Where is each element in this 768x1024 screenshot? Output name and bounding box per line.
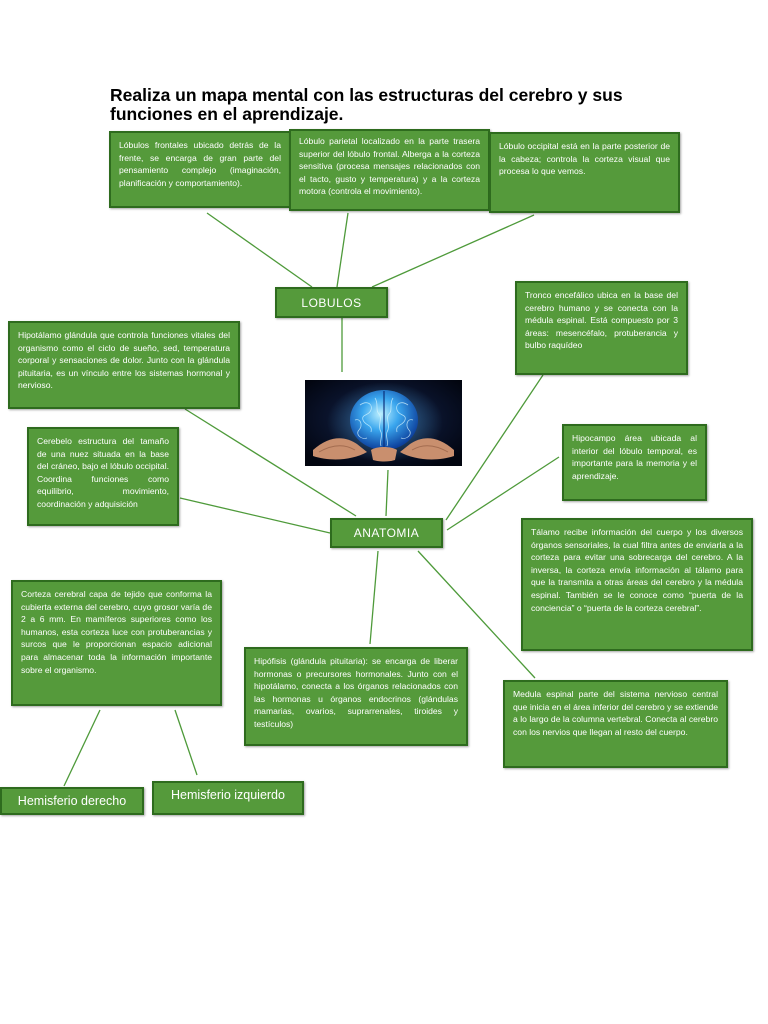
hemisferio-derecho-node: Hemisferio derecho	[0, 787, 144, 815]
hipotalamo-box: Hipotálamo glándula que controla funcion…	[8, 321, 240, 409]
connector-hemisferio-izquierdo	[175, 710, 197, 775]
brain-in-hands-image	[305, 380, 462, 466]
lobulo-parietal-box: Lóbulo parietal localizado en la parte t…	[289, 129, 490, 211]
lobulo-occipital-box: Lóbulo occipital está en la parte poster…	[489, 132, 680, 213]
anatomia-node: ANATOMIA	[330, 518, 443, 548]
connector-hemisferio-derecho	[64, 710, 100, 786]
connector-occipital	[372, 215, 534, 287]
lobulo-frontal-box: Lóbulos frontales ubicado detrás de la f…	[109, 131, 291, 208]
hemisferio-izquierdo-node: Hemisferio izquierdo	[152, 781, 304, 815]
tronco-encefalico-box: Tronco encefálico ubica en la base del c…	[515, 281, 688, 375]
connector-hipofisis	[370, 551, 378, 644]
connector-cerebelo	[180, 498, 330, 533]
connector-parietal	[337, 213, 348, 287]
hipofisis-box: Hipófisis (glándula pituitaria): se enca…	[244, 647, 468, 746]
medula-espinal-box: Medula espinal parte del sistema nervios…	[503, 680, 728, 768]
connector-image-anatomia	[386, 470, 388, 516]
cerebelo-box: Cerebelo estructura del tamaño de una nu…	[27, 427, 179, 526]
lobulos-node: LOBULOS	[275, 287, 388, 318]
corteza-cerebral-box: Corteza cerebral capa de tejido que conf…	[11, 580, 222, 706]
talamo-box: Tálamo recibe información del cuerpo y l…	[521, 518, 753, 651]
connector-frontal	[207, 213, 312, 287]
hipocampo-box: Hipocampo área ubicada al interior del l…	[562, 424, 707, 501]
